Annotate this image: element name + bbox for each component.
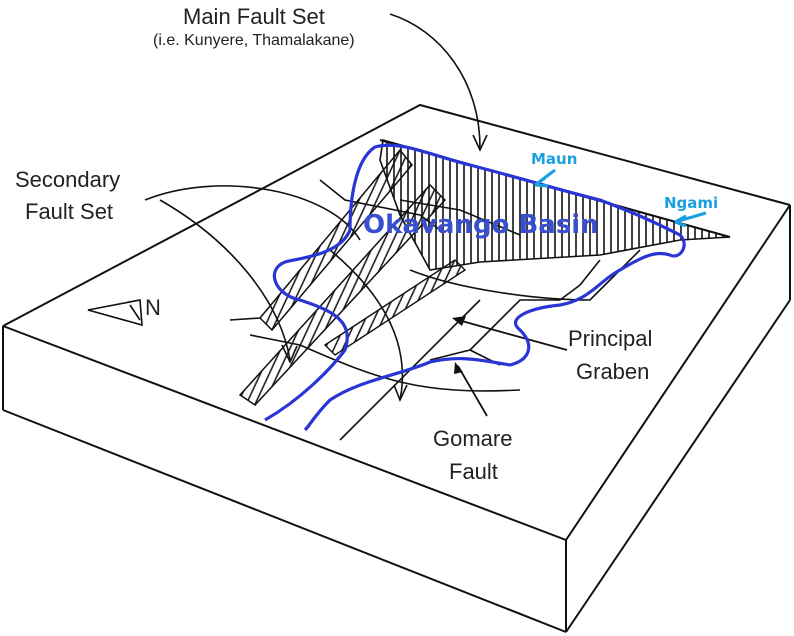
principal-graben-label-line1: Principal [568,326,653,351]
principal-graben-arrow [457,319,568,351]
okavango-basin-label: Okavango Basin [363,210,599,240]
gomare-fault-arrow [457,365,488,417]
secondary-fault-scarp-1 [258,148,413,332]
secondary-fault-arrows [144,185,408,403]
secondary-fault-scarp-3 [323,259,467,356]
secondary-fault-set-label-line2: Fault Set [25,199,114,224]
secondary-fault-scarp-2 [238,183,447,406]
gomare-fault-label-line1: Gomare [433,426,513,451]
ngami-label: Ngami [664,194,719,212]
north-arrow-icon [87,299,143,327]
block-front-left-top-edge [2,325,567,541]
block-bottom-left-edge [2,409,567,633]
principal-graben-label-line2: Graben [576,359,650,384]
secondary-fault-set-label-line1: Secondary [15,167,121,192]
okavango-river [264,143,686,432]
block-front-right-top-edge [565,204,791,541]
place-pointers [534,168,707,228]
maun-label: Maun [531,150,578,168]
block-outline [2,103,791,633]
main-fault-arrow [389,13,481,149]
block-top-back-edge [2,103,791,327]
main-fault-set-examples: (i.e. Kunyere, Thamalakane) [153,32,355,49]
main-fault-set-label: Main Fault Set [183,4,325,29]
gomare-fault-label-line2: Fault [449,459,498,484]
north-label: N [145,295,161,320]
block-bottom-right-edge [565,299,791,633]
